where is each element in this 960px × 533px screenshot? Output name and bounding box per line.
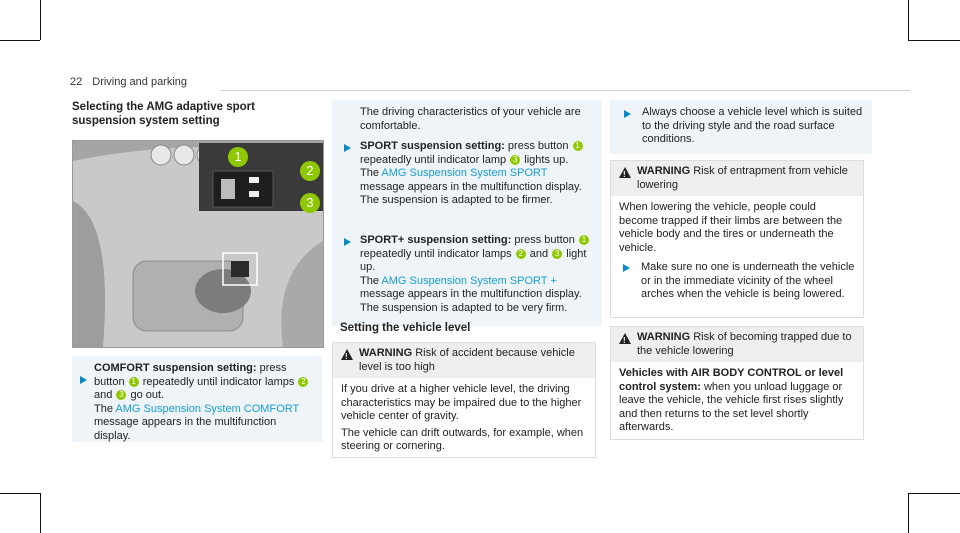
comfort-label: COMFORT suspension setting: <box>94 362 257 374</box>
warning-text: When lowering the vehicle, people could … <box>619 201 843 254</box>
crop-mark <box>908 0 909 40</box>
warning-label: WARNING <box>637 331 691 343</box>
sport-plus-step: SPORT+ suspension setting: press button … <box>332 228 602 326</box>
warning-lead: Vehicles with AIR BODY CONTROL or level … <box>619 367 844 393</box>
warning-risk: Risk of entrapment from vehicle lowering <box>637 165 848 191</box>
text: Make sure no one is underneath the vehic… <box>641 261 855 300</box>
warning-text: when you unload luggage or leave the veh… <box>619 380 844 434</box>
warning-box-trapped: WARNING Risk of becoming trapped due to … <box>610 326 864 440</box>
sport-label: SPORT suspension setting: <box>360 140 505 152</box>
warning-label: WARNING <box>637 165 691 177</box>
warning-text: If you drive at a higher vehicle level, … <box>341 383 582 422</box>
warning-risk: Risk of becoming trapped due to the vehi… <box>637 331 852 357</box>
always-step: Always choose a vehicle level which is s… <box>610 100 872 154</box>
text: message appears in the multifunction dis… <box>360 288 582 300</box>
sport-plus-label: SPORT+ suspension setting: <box>360 234 512 246</box>
text: The <box>94 402 113 415</box>
warning-icon <box>619 167 631 182</box>
sport-plus-message: AMG Suspension System SPORT + <box>381 274 557 287</box>
crop-mark <box>40 0 41 40</box>
header-rule <box>220 90 910 91</box>
warning-icon <box>341 349 353 364</box>
page-number: 22 <box>70 76 83 88</box>
callout-3: 3 <box>300 193 320 213</box>
sport-step: SPORT suspension setting: press button 1… <box>332 134 602 232</box>
warning-body: If you drive at a higher vehicle level, … <box>333 378 595 460</box>
marker-1: 1 <box>572 141 583 151</box>
level-heading: Setting the vehicle level <box>340 322 471 334</box>
text: message appears in the multifunction dis… <box>94 416 277 442</box>
text: repeatedly until indicator lamps <box>142 375 295 388</box>
warning-risk: Risk of accident because vehicle level i… <box>359 347 575 373</box>
marker-2: 2 <box>515 248 526 259</box>
crop-mark <box>40 493 41 533</box>
text: press button <box>507 140 569 152</box>
step-arrow-icon <box>344 144 351 152</box>
crop-mark <box>908 493 960 494</box>
text: light up. <box>360 247 587 274</box>
warning-header: WARNING Risk of entrapment from vehicle … <box>611 161 863 196</box>
warning-body: Vehicles with AIR BODY CONTROL or level … <box>611 362 863 441</box>
marker-1: 1 <box>578 235 589 245</box>
text: The <box>360 274 379 287</box>
text: and <box>94 389 113 401</box>
marker-1: 1 <box>128 376 139 387</box>
text: lights up. <box>524 153 569 166</box>
marker-3: 3 <box>510 154 521 165</box>
warning-header: WARNING Risk of becoming trapped due to … <box>611 327 863 362</box>
callout-2: 2 <box>300 161 320 181</box>
page-header: 22 Driving and parking <box>70 76 187 88</box>
section-title: Driving and parking <box>92 76 188 88</box>
intro-text: The driving characteristics of your vehi… <box>332 100 602 138</box>
text: go out. <box>130 389 165 401</box>
console-photo: 1 2 3 <box>72 140 324 348</box>
warning-text: The vehicle can drift outwards, for exam… <box>341 426 584 453</box>
marker-2: 2 <box>298 376 309 387</box>
warning-header: WARNING Risk of accident because vehicle… <box>333 343 595 378</box>
text: The <box>360 167 379 179</box>
crop-mark <box>908 493 909 533</box>
text: repeatedly until indicator lamps <box>360 247 512 260</box>
marker-3: 3 <box>552 248 563 259</box>
text: repeatedly until indicator lamp <box>360 153 507 166</box>
sport-message: AMG Suspension System SPORT <box>381 167 548 179</box>
step-arrow-icon <box>624 110 631 118</box>
text: The suspension is adapted to be very fir… <box>360 301 568 314</box>
text: and <box>529 247 549 260</box>
step-arrow-icon <box>344 238 351 246</box>
text: press button <box>94 362 287 388</box>
comfort-message: AMG Suspension System COMFORT <box>115 402 300 415</box>
warning-step: Make sure no one is underneath the vehic… <box>619 261 855 302</box>
warning-body: When lowering the vehicle, people could … <box>611 196 863 308</box>
warning-icon <box>619 333 631 348</box>
crop-mark <box>0 40 40 41</box>
text: The suspension is adapted to be firmer. <box>360 194 553 206</box>
crop-mark <box>908 40 960 41</box>
callout-1: 1 <box>228 147 248 167</box>
marker-3: 3 <box>116 390 127 400</box>
step-arrow-icon <box>80 376 87 384</box>
step-arrow-icon <box>623 264 630 272</box>
console-illustration <box>73 141 323 347</box>
text: message appears in the multifunction dis… <box>360 180 582 193</box>
crop-mark <box>0 493 40 494</box>
text: press button <box>514 234 575 246</box>
comfort-step: COMFORT suspension setting: press button… <box>72 356 322 442</box>
warning-box-accident: WARNING Risk of accident because vehicle… <box>332 342 596 458</box>
warning-box-entrapment: WARNING Risk of entrapment from vehicle … <box>610 160 864 318</box>
warning-label: WARNING <box>359 347 413 359</box>
section-heading: Selecting the AMG adaptive sport suspens… <box>72 101 255 127</box>
text: Always choose a vehicle level which is s… <box>642 106 863 145</box>
